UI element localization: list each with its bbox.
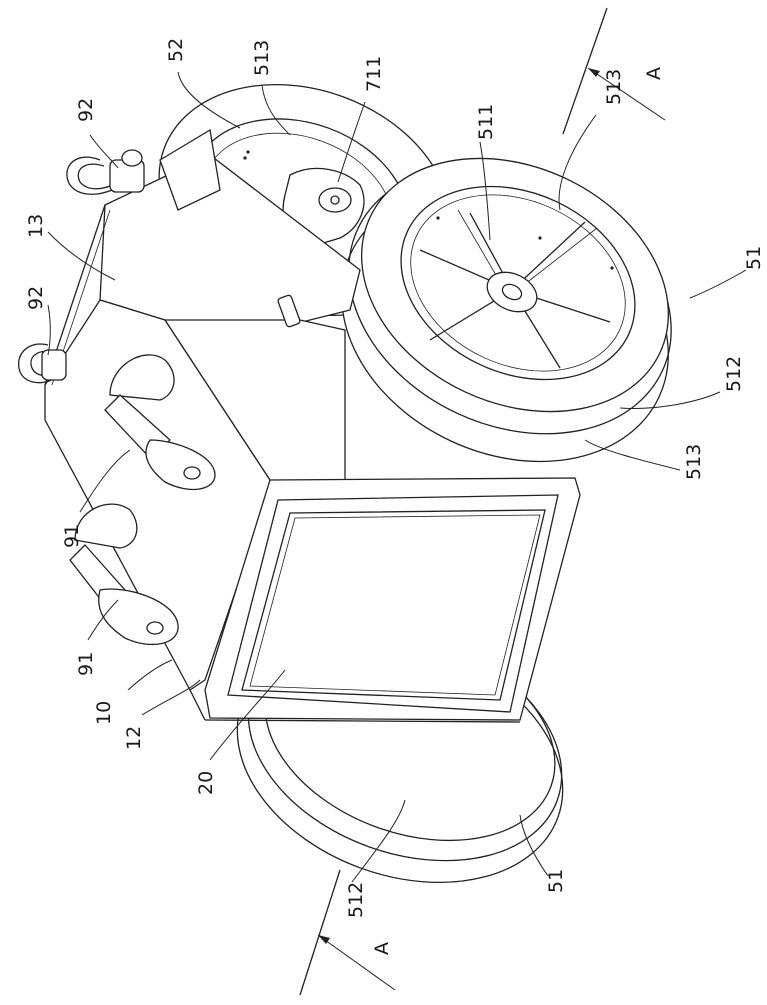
u-bolt-92-top: [66, 149, 145, 195]
reference-labels: 52 513 711 92 13 92 511 513 A 51 512 513…: [25, 38, 765, 955]
label-91-lower: 91: [75, 652, 97, 676]
label-513-top: 513: [251, 40, 273, 76]
label-A-bottom: A: [371, 942, 393, 955]
label-92-mid: 92: [25, 286, 47, 310]
label-52: 52: [165, 38, 187, 62]
handle-91-lower: [69, 503, 179, 646]
label-511: 511: [475, 104, 497, 140]
section-line-top: [562, 7, 666, 135]
label-92-top: 92: [75, 98, 97, 122]
leader-lines: [47, 71, 747, 883]
label-512-right: 512: [723, 356, 745, 392]
label-12: 12: [123, 726, 145, 750]
label-91-upper: 91: [61, 524, 83, 548]
label-20: 20: [195, 771, 217, 795]
u-bolt-92-mid: [18, 343, 67, 384]
label-711: 711: [363, 56, 385, 92]
label-13: 13: [25, 214, 47, 238]
handle-91-upper: [104, 354, 216, 491]
label-513-lower: 513: [683, 444, 705, 480]
main-body-10: [44, 128, 581, 723]
label-512-bottom: 512: [345, 882, 367, 918]
label-51-right: 51: [743, 246, 765, 270]
label-A-top: A: [643, 67, 665, 80]
front-wheel-51: [341, 157, 672, 463]
label-513-right: 513: [603, 69, 625, 105]
label-10: 10: [93, 701, 115, 725]
label-51-bottom: 51: [545, 869, 567, 893]
section-line-bottom: [299, 869, 396, 996]
